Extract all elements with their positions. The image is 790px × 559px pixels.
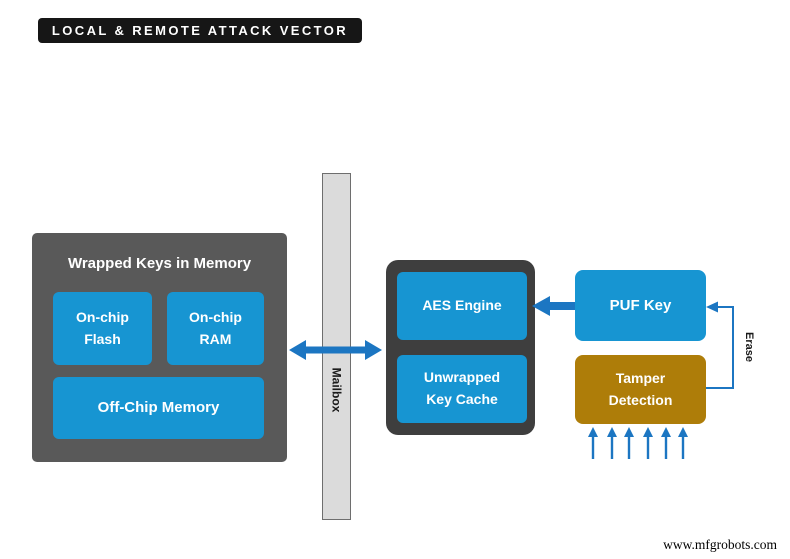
unwrapped-key-cache-box: Unwrapped Key Cache [397, 355, 527, 423]
title-banner: LOCAL & REMOTE ATTACK VECTOR [38, 18, 362, 43]
on-chip-flash-box: On-chip Flash [53, 292, 152, 365]
erase-label: Erase [738, 328, 760, 366]
off-chip-memory-box: Off-Chip Memory [53, 377, 264, 439]
puf-to-aes-arrow-icon [532, 296, 576, 316]
aes-engine-box: AES Engine [397, 272, 527, 340]
crypto-engine-block: AES Engine Unwrapped Key Cache [386, 260, 535, 435]
erase-line-icon [706, 301, 734, 389]
watermark-text: www.mfgrobots.com [663, 537, 777, 552]
memory-block-title: Wrapped Keys in Memory [67, 254, 252, 272]
mailbox-label: Mailbox [322, 358, 351, 422]
mailbox-label-text: Mailbox [329, 367, 344, 413]
wrapped-keys-memory-block: Wrapped Keys in Memory On-chip Flash On-… [32, 233, 287, 462]
puf-key-box: PUF Key [575, 270, 706, 341]
memory-crypto-double-arrow-icon [289, 340, 382, 360]
erase-label-text: Erase [743, 332, 756, 362]
on-chip-ram-box: On-chip RAM [167, 292, 264, 365]
tamper-detection-box: Tamper Detection [575, 355, 706, 424]
tamper-input-arrows-icon [588, 427, 688, 459]
